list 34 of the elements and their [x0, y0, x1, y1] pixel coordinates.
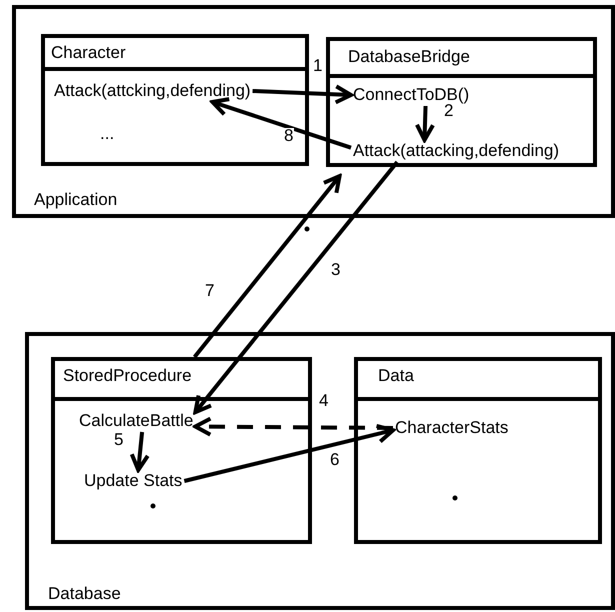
arrow — [210, 97, 352, 150]
package-box — [25, 332, 615, 610]
class-name: Character — [51, 43, 126, 63]
method-label: CalculateBattle — [77, 410, 196, 432]
class-name: DatabaseBridge — [348, 47, 470, 67]
package-name: Database — [48, 584, 121, 604]
arrow — [130, 432, 150, 472]
method-label: Update Stats — [82, 470, 184, 492]
method-label: Attack(attcking,defending) — [52, 80, 253, 102]
step-number: 7 — [204, 283, 216, 299]
arrow — [414, 106, 435, 142]
step-number: 2 — [443, 103, 454, 119]
package-box — [12, 5, 615, 218]
step-number: 6 — [329, 452, 340, 468]
step-number: 4 — [318, 393, 330, 409]
class-box — [354, 357, 602, 544]
method-label: Attack(attacking,defending) — [351, 140, 562, 162]
step-number: 3 — [330, 262, 342, 278]
class-box — [51, 357, 312, 544]
class-box — [326, 37, 597, 167]
arrow — [193, 160, 399, 414]
class-name: Data — [378, 366, 414, 386]
step-number: 1 — [312, 58, 324, 74]
method-label: CharacterStats — [393, 417, 510, 439]
arrow — [252, 84, 353, 104]
arrow — [192, 174, 342, 358]
arrow — [193, 416, 394, 437]
step-number: 5 — [113, 432, 124, 448]
step-number: 8 — [283, 128, 294, 144]
package-name: Application — [34, 190, 118, 210]
class-box — [41, 34, 309, 166]
arrow — [184, 424, 395, 483]
ellipsis-text: ... — [100, 124, 114, 144]
class-name: StoredProcedure — [63, 366, 192, 386]
